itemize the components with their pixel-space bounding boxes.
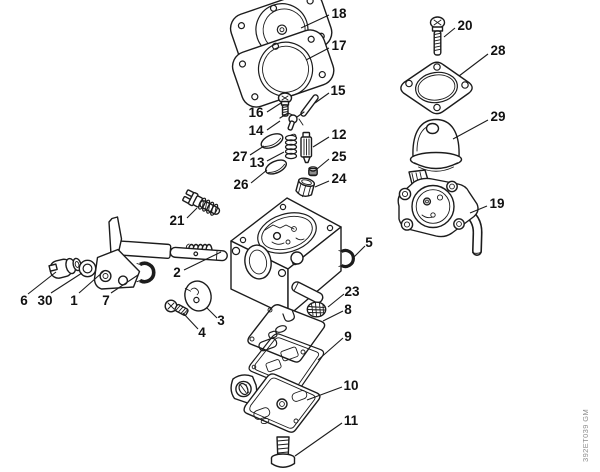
callout-9: 9 xyxy=(344,329,352,344)
callout-7: 7 xyxy=(102,293,110,308)
part-23-screen xyxy=(306,301,327,318)
leader-line-5 xyxy=(353,245,366,258)
callout-15: 15 xyxy=(330,83,346,98)
callout-24: 24 xyxy=(331,171,347,186)
callout-19: 19 xyxy=(489,196,504,211)
part-11-screw xyxy=(270,436,296,468)
part-30-washer xyxy=(78,259,97,278)
callout-17: 17 xyxy=(331,38,346,53)
leader-line-13 xyxy=(266,151,285,162)
part-25-nut xyxy=(308,166,318,177)
callout-2: 2 xyxy=(173,265,181,280)
callout-8: 8 xyxy=(344,302,352,317)
part-19-pump-body xyxy=(397,169,483,256)
part-10-end-cover xyxy=(230,373,321,433)
leader-line-4 xyxy=(182,312,199,330)
leader-line-2 xyxy=(183,251,222,271)
leader-line-23 xyxy=(327,293,345,308)
part-21-adjustment-screw xyxy=(182,189,221,216)
callout-23: 23 xyxy=(344,284,360,299)
callout-11: 11 xyxy=(344,413,359,428)
callout-3: 3 xyxy=(217,313,225,328)
part-16-screw xyxy=(277,92,293,117)
leader-line-12 xyxy=(312,136,330,148)
part-24-cup xyxy=(295,177,316,198)
callout-12: 12 xyxy=(331,127,346,142)
callout-28: 28 xyxy=(490,43,506,58)
callout-14: 14 xyxy=(248,123,264,138)
leader-line-30 xyxy=(50,272,83,294)
callout-1: 1 xyxy=(70,293,78,308)
callout-6: 6 xyxy=(20,293,28,308)
leader-line-25 xyxy=(316,158,330,170)
leader-line-8 xyxy=(322,310,344,322)
part-4-screw xyxy=(164,299,189,316)
part-15-pin xyxy=(300,94,319,117)
leader-line-18 xyxy=(300,14,330,29)
leader-line-20 xyxy=(443,27,456,38)
part-29-primer-bulb xyxy=(409,118,463,172)
part-12-needle-valve xyxy=(300,131,313,164)
part-7-clip xyxy=(136,261,156,284)
callout-30: 30 xyxy=(37,293,52,308)
leader-line-9 xyxy=(317,337,344,361)
part-1-lever-shaft xyxy=(93,216,228,290)
leader-line-19 xyxy=(469,205,488,214)
part-28-gasket xyxy=(400,61,473,115)
part-3-throttle-disc xyxy=(184,280,212,312)
part-6-bushing xyxy=(48,257,82,279)
leader-line-26 xyxy=(250,169,268,184)
part-13-spring xyxy=(284,133,298,160)
callout-labels: 18 17 20 28 29 19 16 15 14 12 27 13 25 2… xyxy=(20,6,506,428)
callout-16: 16 xyxy=(248,105,264,120)
part-14-metering-lever xyxy=(279,111,305,131)
callout-5: 5 xyxy=(365,235,373,250)
callout-29: 29 xyxy=(490,109,505,124)
callout-10: 10 xyxy=(343,378,358,393)
leader-line-28 xyxy=(458,53,489,77)
leader-line-1 xyxy=(78,270,105,294)
leader-line-17 xyxy=(305,47,330,61)
leader-line-3 xyxy=(206,307,218,319)
leader-line-6 xyxy=(27,271,57,295)
leader-line-21 xyxy=(186,207,198,219)
callout-25: 25 xyxy=(331,149,347,164)
callout-13: 13 xyxy=(249,155,265,170)
callout-4: 4 xyxy=(198,325,206,340)
leader-line-16 xyxy=(266,102,282,113)
leader-line-7 xyxy=(110,274,139,294)
callout-20: 20 xyxy=(457,18,472,33)
leader-line-14 xyxy=(266,120,281,131)
part-5-clip xyxy=(338,248,355,269)
part-27-plug xyxy=(260,133,284,149)
leader-line-15 xyxy=(314,92,330,104)
leader-line-24 xyxy=(314,180,330,188)
callout-21: 21 xyxy=(169,213,185,228)
callout-26: 26 xyxy=(233,177,249,192)
callout-27: 27 xyxy=(232,149,247,164)
leader-line-27 xyxy=(249,145,265,156)
carburetor-body xyxy=(230,197,342,317)
part-20-screw xyxy=(429,16,446,56)
figure-reference-watermark: 392ET039 GM xyxy=(581,409,590,462)
fuel-nipple xyxy=(291,281,324,304)
part-17-gasket xyxy=(231,29,335,108)
leader-line-10 xyxy=(306,386,343,401)
part-26-plug xyxy=(264,159,288,175)
leader-line-11 xyxy=(294,422,343,457)
leader-line-29 xyxy=(452,119,489,140)
leader-lines xyxy=(27,14,489,457)
callout-18: 18 xyxy=(331,6,347,21)
